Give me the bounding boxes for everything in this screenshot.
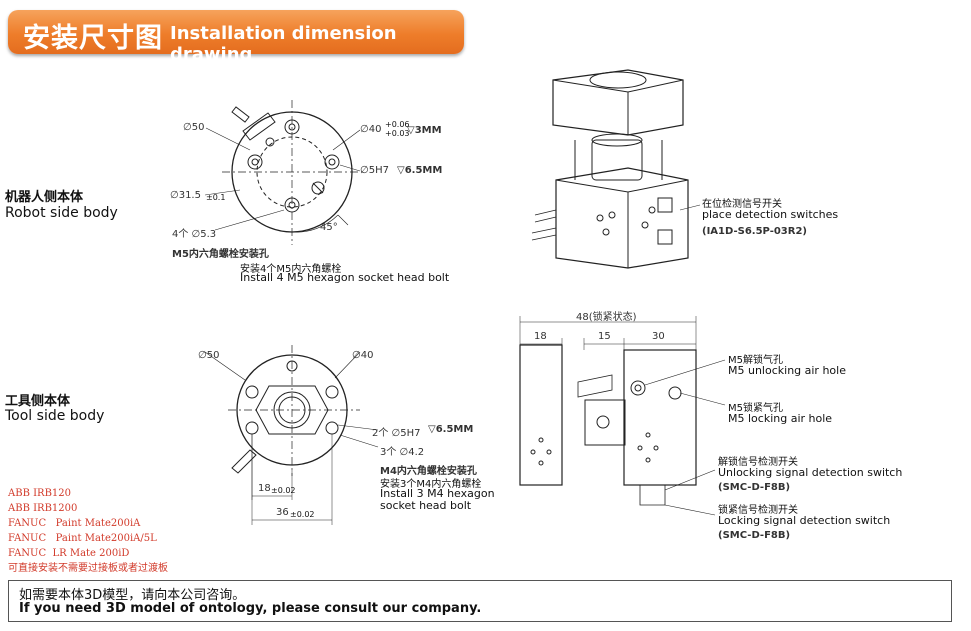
- unlock-air-zh: M5解锁气孔: [728, 355, 783, 366]
- tool-side-flange: [204, 345, 379, 525]
- tool-install-en-1: Install 3 M4 hexagon: [380, 487, 495, 500]
- tool-install-en-2: socket head bolt: [380, 499, 472, 512]
- tool-d5-dim: 2个 ∅5H7: [372, 428, 421, 439]
- unlock-air-en: M5 unlocking air hole: [728, 364, 846, 377]
- place-switch-zh: 在位检测信号开关: [702, 199, 782, 210]
- side-total-dim: 48(锁紧状态): [576, 312, 637, 323]
- lock-air-en: M5 locking air hole: [728, 412, 833, 425]
- lock-switch-zh: 锁紧信号检测开关: [718, 505, 798, 516]
- title-banner: 安装尺寸图 Installation dimension drawing: [8, 10, 464, 65]
- tool-side-label-en: Tool side body: [5, 408, 105, 424]
- tool-d50-dim: ∅50: [198, 350, 220, 361]
- compatible-robots-list: ABB IRB120 ABB IRB1200 FANUC Paint Mate2…: [8, 486, 168, 576]
- tool-d36-tol: ±0.02: [290, 510, 315, 519]
- tool-d5-depth: ▽6.5MM: [428, 424, 474, 435]
- robot-side-flange: [204, 100, 365, 245]
- side-view: [519, 316, 726, 516]
- tool-side-label-zh: 工具侧本体: [5, 394, 71, 409]
- isometric-view: [531, 69, 701, 269]
- side-dim-a: 18: [534, 331, 547, 342]
- robot-side-label-en: Robot side body: [5, 205, 118, 221]
- tool-d40-dim: ∅40: [352, 350, 374, 361]
- robot-model: ABB IRB120: [8, 488, 72, 499]
- side-dim-b: 15: [598, 331, 611, 342]
- side-dim-c: 30: [652, 331, 665, 342]
- robot-d40-dim: ∅40: [360, 124, 382, 135]
- unlock-switch-zh: 解锁信号检测开关: [718, 457, 798, 468]
- lock-switch-model: (SMC-D-F8B): [718, 530, 791, 541]
- footer-line-zh: 如需要本体3D模型，请向本公司咨询。: [19, 588, 246, 603]
- tool-holes-note: M4内六角螺栓安装孔: [380, 466, 477, 477]
- robot-d31-tol: ±0.1: [206, 193, 226, 202]
- robot-angle-dim: 45°: [320, 222, 338, 233]
- robot-model: FANUC Paint Mate200iA: [8, 518, 141, 529]
- robot-d40-tol-bot: +0.03: [385, 129, 410, 138]
- lock-air-zh: M5锁紧气孔: [728, 403, 783, 414]
- unlock-switch-en: Unlocking signal detection switch: [718, 466, 903, 479]
- tool-d18-dim: 18: [258, 483, 271, 494]
- robot-d40-tol-top: +0.06: [385, 120, 410, 129]
- robot-d31-dim: ∅31.5: [170, 190, 201, 201]
- robot-d50-dim: ∅50: [183, 122, 205, 133]
- lock-switch-en: Locking signal detection switch: [718, 514, 891, 527]
- robot-model: FANUC Paint Mate200iA/5L: [8, 533, 157, 544]
- robot-holes-note: M5内六角螺栓安装孔: [172, 249, 269, 260]
- robot-d40-depth: ▽3MM: [407, 125, 442, 136]
- place-switch-model: (IA1D-S6.5P-03R2): [702, 226, 807, 237]
- tool-install-zh: 安装3个M4内六角螺栓: [380, 479, 482, 490]
- footer-line-en: If you need 3D model of ontology, please…: [19, 601, 482, 616]
- robot-model: ABB IRB1200: [8, 503, 78, 514]
- robot-d5-depth: ▽6.5MM: [397, 165, 443, 176]
- robot-model: FANUC LR Mate 200iD: [8, 548, 130, 559]
- unlock-switch-model: (SMC-D-F8B): [718, 482, 791, 493]
- robot-side-label-zh: 机器人侧本体: [5, 190, 84, 205]
- tool-d36-dim: 36: [276, 507, 289, 518]
- tool-d42-dim: 3个 ∅4.2: [380, 447, 425, 458]
- place-switch-en: place detection switches: [702, 208, 839, 221]
- robot-install-zh: 安装4个M5内六角螺栓: [240, 264, 342, 275]
- robot-holes-dim: 4个 ∅5.3: [172, 229, 217, 240]
- mounting-note: 可直接安装不需要过接板或者过渡板: [8, 563, 168, 574]
- title-zh: 安装尺寸图: [23, 23, 163, 54]
- consult-footer: 如需要本体3D模型，请向本公司咨询。 If you need 3D model …: [8, 580, 952, 622]
- tool-d18-tol: ±0.02: [271, 486, 296, 495]
- title-en: Installation dimension drawing: [170, 23, 397, 65]
- robot-d5-dim: ∅5H7: [360, 165, 389, 176]
- robot-install-en: Install 4 M5 hexagon socket head bolt: [240, 271, 450, 284]
